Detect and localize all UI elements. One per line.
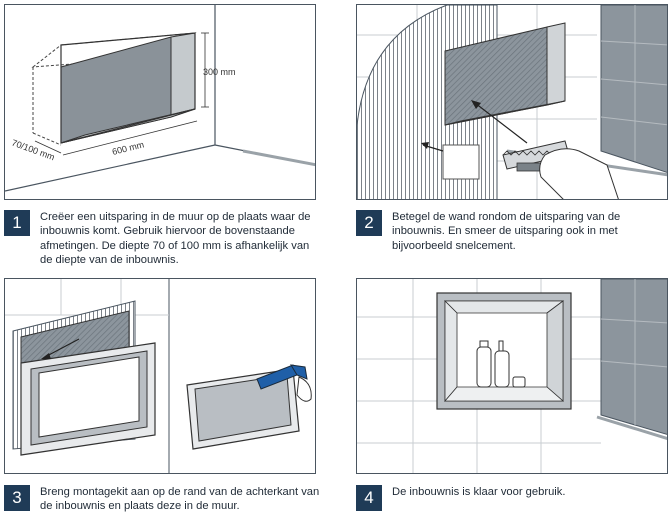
step-1-caption: Creëer een uitsparing in de muur op de p… (40, 211, 311, 266)
step-2-caption: Betegel de wand rondom de uitsparing van… (392, 211, 621, 252)
height-dimension: 300 mm (203, 67, 236, 77)
step-4-caption: De inbouwnis is klaar voor gebruik. (392, 486, 566, 498)
depth-dimension: 70/100 mm (10, 137, 56, 162)
step-3-caption: Breng montagekit aan op de rand van de a… (40, 486, 320, 513)
width-dimension: 600 mm (111, 139, 145, 157)
illustration-step-2 (356, 4, 668, 200)
step-3-number: 3 (4, 485, 30, 511)
step-1-number: 1 (4, 210, 30, 236)
step-4: 4 De inbouwnis is klaar voor gebruik. (356, 485, 672, 511)
step-4-number: 4 (356, 485, 382, 511)
step-2: 2 Betegel de wand rondom de uitsparing v… (356, 210, 672, 253)
illustration-step-4 (356, 278, 668, 474)
step-1: 1 Creëer een uitsparing in de muur op de… (4, 210, 320, 267)
step-2-number: 2 (356, 210, 382, 236)
step-3: 3 Breng montagekit aan op de rand van de… (4, 485, 320, 514)
illustration-step-3 (4, 278, 316, 474)
illustration-step-1: 300 mm 600 mm 70/100 mm (4, 4, 316, 200)
